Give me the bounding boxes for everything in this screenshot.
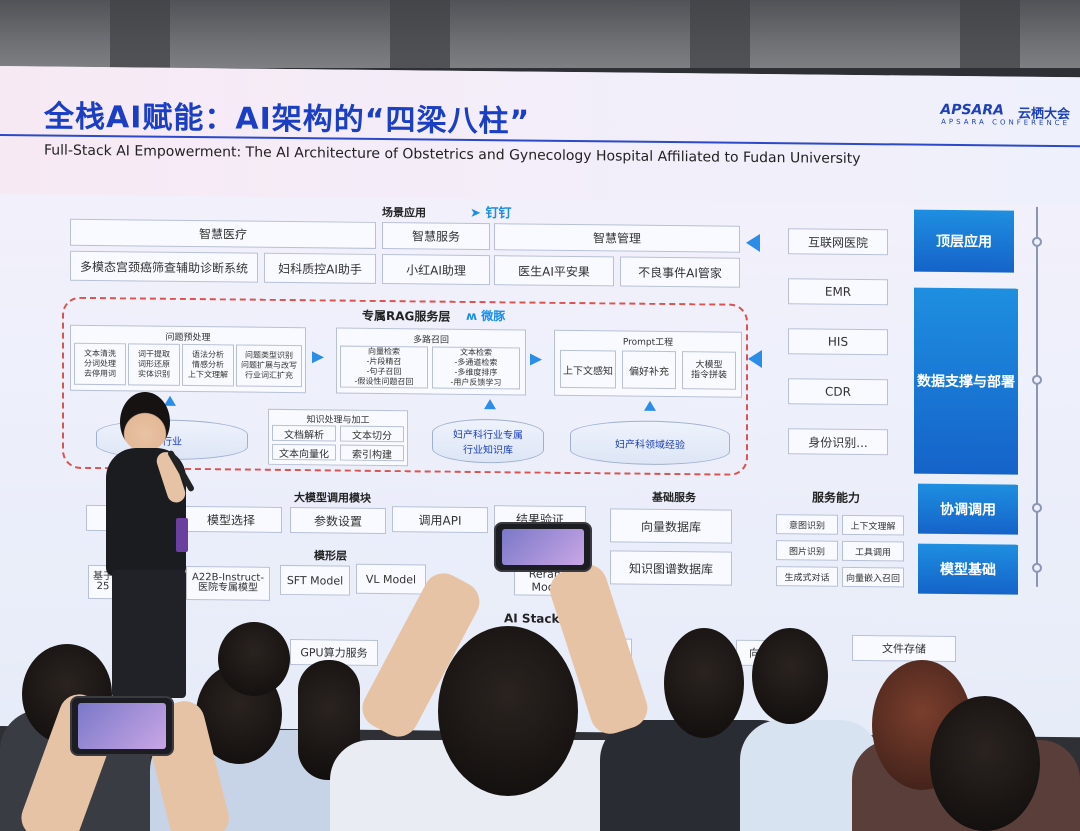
base-service-cell-2: 知识图谱数据库 [610, 550, 732, 586]
arrow-left-icon [746, 233, 760, 252]
audience-phone [70, 696, 174, 756]
db-obgyn-experience: 妇产科领域经验 [570, 419, 730, 466]
speaker [100, 388, 210, 698]
model-call-cell-3: 调用API [392, 506, 488, 534]
knowledge-label: 知识处理与加工 [306, 415, 370, 426]
preprocess-cell-1: 文本清洗 分词处理 去停用词 [74, 342, 126, 386]
panel-coordination: 协调调用 [918, 483, 1018, 535]
arrow-left-icon [748, 349, 762, 368]
capability-cell-3: 图片识别 [776, 540, 838, 561]
dingtalk-icon: ➤ [470, 205, 481, 222]
system-his: HIS [788, 328, 888, 356]
model-call-label: 大模型调用模块 [294, 491, 371, 505]
scene-top-1: 智慧医疗 [70, 218, 376, 249]
model-cell-3: SFT Model [280, 564, 350, 596]
phone-screen [78, 703, 166, 749]
panel-model-base: 模型基础 [918, 543, 1018, 595]
timeline-dot [1032, 374, 1042, 385]
ceiling-beam [110, 0, 170, 68]
timeline-dot [1032, 562, 1042, 573]
audience-head [752, 628, 828, 724]
preprocess-cell-3: 语法分析 情感分析 上下文理解 [182, 343, 234, 387]
rag-label: 专属RAG服务层 [362, 308, 451, 324]
scene-label: 场景应用 [382, 206, 426, 220]
model-call-cell-2: 参数设置 [290, 507, 386, 535]
system-emr: EMR [788, 278, 888, 306]
base-service-cell-1: 向量数据库 [610, 508, 732, 544]
capability-cell-2: 上下文理解 [842, 514, 904, 536]
scene-app-3: 小红AI助理 [382, 254, 490, 286]
scene-app-5: 不良事件AI管家 [620, 256, 740, 288]
dingtalk-label: 钉钉 [485, 206, 512, 222]
arrow-up-icon [484, 399, 496, 410]
service-capability-label: 服务能力 [812, 490, 861, 506]
recall-cell-2: 文本检索 -多通道检索 -多维度排序 -用户反馈学习 [432, 346, 520, 390]
preprocess-label: 问题预处理 [165, 332, 211, 344]
dingtalk-logo: ➤ 钉钉 [470, 202, 511, 221]
arrow-right-icon [312, 351, 324, 364]
arrow-right-icon [530, 353, 542, 366]
db-obgyn-knowledge: 妇产科行业专属 行业知识库 [432, 418, 544, 464]
venue-ceiling [0, 0, 1080, 68]
speaker-trousers [112, 570, 186, 698]
capability-cell-1: 意图识别 [776, 514, 838, 535]
speaker-head [120, 392, 170, 452]
system-cdr: CDR [788, 378, 888, 406]
knowledge-cell-2: 文本切分 [340, 425, 404, 443]
preprocess-cell-2: 词干提取 词形还原 实体识别 [128, 343, 180, 386]
audience-head [930, 696, 1040, 831]
audience-head [218, 622, 290, 696]
timeline-dot [1032, 502, 1042, 513]
weitun-logo: ʍ 微豚 [466, 307, 505, 324]
prompt-cell-2: 偏好补充 [622, 350, 676, 390]
knowledge-cell-3: 文本向量化 [272, 443, 336, 461]
base-service-label: 基础服务 [652, 490, 696, 505]
scene-app-1: 多模态宫颈癌筛查辅助诊断系统 [70, 250, 258, 283]
audience-head [664, 628, 744, 738]
prompt-label: Prompt工程 [622, 337, 674, 349]
phone-screen [502, 529, 584, 565]
recall-cell-1: 向量检索 -片段精召 -句子召回 -假设性问题召回 [340, 345, 428, 389]
ceiling-beam [390, 0, 450, 68]
audience-phone [494, 522, 592, 572]
ceiling-beam [690, 0, 750, 68]
system-identity: 身份识别... [788, 428, 888, 456]
timeline-line [1036, 206, 1038, 587]
scene-app-2: 妇科质控AI助手 [264, 252, 376, 284]
ceiling-beam [960, 0, 1020, 68]
model-cell-4: VL Model [356, 563, 426, 595]
logo-sub: APSARA CONFERENCE [941, 117, 1070, 128]
model-layer-label: 模形层 [314, 549, 347, 563]
capability-cell-4: 工具调用 [842, 540, 904, 562]
knowledge-cell-4: 索引构建 [340, 444, 404, 462]
prompt-cell-3: 大模型 指令拼装 [682, 351, 736, 390]
audience-head [438, 626, 578, 796]
prompt-cell-1: 上下文感知 [560, 349, 616, 389]
lanyard-badge [176, 518, 188, 552]
weitun-icon: ʍ [466, 308, 478, 323]
scene-top-3: 智慧管理 [494, 223, 740, 253]
knowledge-cell-1: 文档解析 [272, 424, 336, 442]
slide-title: 全栈AI赋能：AI架构的“四梁八柱” [44, 99, 531, 140]
recall-label: 多路召回 [412, 335, 449, 346]
arrow-up-icon [644, 400, 656, 411]
panel-data-support: 数据支撑与部署 [914, 287, 1018, 475]
preprocess-cell-4: 问题类型识别 问题扩展与改写 行业词汇扩充 [236, 344, 302, 388]
weitun-label: 微豚 [481, 309, 506, 324]
timeline-dot [1032, 236, 1042, 247]
system-internet-hospital: 互联网医院 [788, 228, 888, 256]
panel-top-app: 顶层应用 [914, 209, 1014, 273]
apsara-logo: APSARA [940, 101, 1004, 119]
scene-app-4: 医生AI平安果 [494, 255, 614, 287]
capability-cell-5: 生成式对话 [776, 566, 838, 587]
scene-top-2: 智慧服务 [382, 222, 490, 251]
capability-cell-6: 向量嵌入召回 [842, 566, 904, 588]
